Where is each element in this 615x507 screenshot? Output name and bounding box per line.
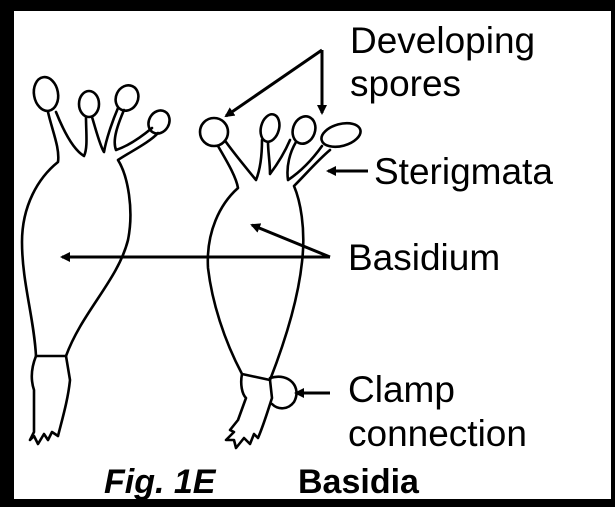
basidium-body <box>208 140 330 380</box>
left-basidium <box>22 75 174 444</box>
label-sterigmata: Sterigmata <box>374 151 553 192</box>
right-basidium <box>200 112 363 448</box>
label-connection: connection <box>348 413 527 454</box>
spore <box>200 118 228 146</box>
clamp-connection <box>270 377 297 409</box>
label-clamp: Clamp <box>348 369 455 410</box>
arrow-basidium-right <box>252 225 330 257</box>
label-developing: Developing <box>350 20 535 61</box>
spore <box>319 119 363 151</box>
spore <box>31 75 61 113</box>
spore <box>289 113 319 147</box>
basidium-body <box>22 108 158 356</box>
caption-figure-number: Fig. 1E <box>104 463 217 501</box>
caption-title: Basidia <box>298 463 420 501</box>
basidium-base <box>30 356 70 444</box>
spore <box>79 91 99 117</box>
label-basidium: Basidium <box>348 237 500 278</box>
arrow-spores-left <box>226 50 322 116</box>
basidium-base <box>226 374 272 448</box>
label-spores: spores <box>350 63 461 104</box>
